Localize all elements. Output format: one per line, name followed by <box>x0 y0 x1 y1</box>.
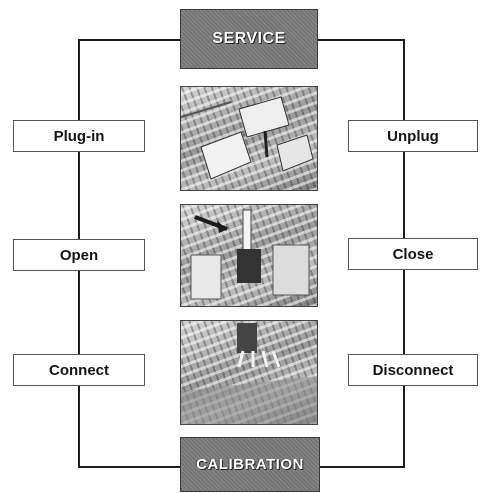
step-connect-label: Connect <box>49 361 109 379</box>
step-disconnect-label: Disconnect <box>372 361 454 379</box>
valve-photo <box>180 204 318 307</box>
step-unplug: Unplug <box>348 120 478 152</box>
calibration-label: CALIBRATION <box>196 456 304 473</box>
top-right-connector <box>316 39 405 41</box>
step-close-label: Close <box>392 245 434 263</box>
step-open-label: Open <box>59 246 99 264</box>
step-open: Open <box>13 239 145 271</box>
service-label: SERVICE <box>212 30 286 47</box>
step-plug-in: Plug-in <box>13 120 145 152</box>
step-connect: Connect <box>13 354 145 386</box>
connector-photo <box>180 86 318 191</box>
service-box: SERVICE <box>180 9 318 69</box>
bottom-left-connector <box>78 466 180 468</box>
step-plug-in-label: Plug-in <box>53 127 105 145</box>
bottom-right-connector <box>318 466 405 468</box>
calibration-box: CALIBRATION <box>180 437 320 492</box>
step-close: Close <box>348 238 478 270</box>
pins-photo <box>180 320 318 425</box>
step-disconnect: Disconnect <box>348 354 478 386</box>
top-left-connector <box>78 39 180 41</box>
step-unplug-label: Unplug <box>387 127 439 145</box>
